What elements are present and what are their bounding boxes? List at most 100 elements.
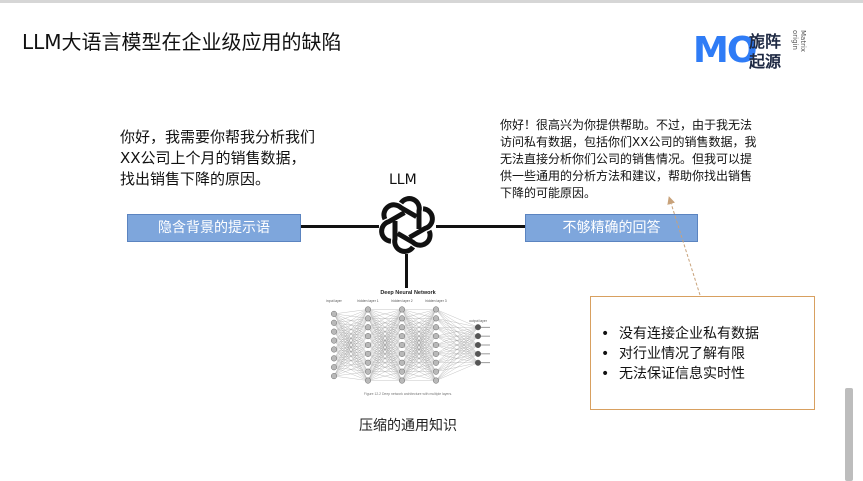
nn-node — [474, 324, 481, 331]
nn-edge — [435, 344, 479, 381]
nn-edge — [401, 309, 437, 328]
nn-edge — [401, 318, 437, 381]
nn-layer-label: hidden layer 1 — [357, 299, 378, 303]
nn-edge — [401, 309, 437, 346]
llm-label: LLM — [389, 172, 417, 188]
openai-logo-icon — [379, 196, 435, 254]
nn-edge — [367, 309, 403, 337]
logo-brand-en: Matrix origin — [791, 30, 807, 53]
nn-node — [330, 355, 337, 362]
nn-edge — [435, 327, 479, 381]
nn-node — [330, 319, 337, 326]
nn-node — [474, 333, 481, 340]
nn-node — [365, 368, 372, 375]
bullet: • — [601, 346, 610, 362]
nn-layer-label: hidden layer 2 — [391, 299, 412, 303]
nn-layer-label: input layer — [326, 299, 343, 303]
nn-node — [398, 324, 405, 331]
nn-node — [398, 350, 405, 357]
nn-edge — [367, 309, 403, 381]
nn-edge — [435, 327, 479, 346]
nn-node — [432, 359, 439, 366]
nn-edge — [333, 309, 369, 341]
nn-edge — [401, 371, 437, 381]
nn-edge — [367, 309, 403, 372]
nn-edge — [435, 327, 479, 354]
nn-node — [365, 324, 372, 331]
nn-edge — [401, 309, 437, 337]
nn-edge — [333, 309, 369, 350]
nn-node — [432, 306, 439, 313]
bullet: • — [601, 366, 610, 382]
logo-brand-cn-line2: 起源 — [749, 52, 782, 71]
nn-node — [474, 350, 481, 357]
nn-layer-label: output layer — [469, 319, 488, 323]
nn-edge — [401, 309, 437, 372]
nn-edge — [333, 309, 369, 359]
nn-edge — [367, 344, 403, 381]
nn-edge — [333, 318, 369, 377]
nn-node — [330, 364, 337, 371]
nn-edge — [367, 371, 403, 381]
nn-node — [365, 333, 372, 340]
nn-node — [432, 377, 439, 384]
nn-node — [398, 333, 405, 340]
logo-brand-cn-line1: 旎阵 — [749, 32, 782, 51]
nn-node — [365, 350, 372, 357]
nn-edge — [367, 309, 403, 346]
nn-node — [432, 350, 439, 357]
defects-callout: •没有连接企业私有数据 •对行业情况了解有限 •无法保证信息实时性 — [590, 296, 815, 410]
nn-edge — [333, 309, 369, 377]
nn-node — [432, 324, 439, 331]
defects-list: •没有连接企业私有数据 •对行业情况了解有限 •无法保证信息实时性 — [601, 324, 759, 384]
nn-edge — [367, 327, 403, 381]
defect-text: 没有连接企业私有数据 — [619, 326, 759, 342]
nn-edge — [435, 362, 479, 381]
nn-node — [330, 373, 337, 380]
nn-node — [432, 342, 439, 349]
defect-item: •没有连接企业私有数据 — [601, 324, 759, 344]
nn-edge — [401, 362, 437, 381]
nn-node — [432, 333, 439, 340]
scrollbar[interactable] — [845, 388, 853, 481]
nn-edge — [367, 318, 403, 381]
nn-edge — [367, 336, 403, 381]
nn-node — [330, 337, 337, 344]
nn-edge — [435, 318, 479, 328]
nn-edge — [367, 353, 403, 381]
nn-edge — [401, 309, 437, 381]
nn-node — [432, 368, 439, 375]
nn-edge — [333, 309, 369, 332]
nn-node — [365, 377, 372, 384]
nn-edge — [435, 327, 479, 372]
nn-layer-label: hidden layer 3 — [425, 299, 446, 303]
nn-edge — [333, 371, 369, 377]
connector-llm-knowledge — [405, 254, 408, 288]
nn-edge — [333, 362, 369, 377]
nn-node — [398, 377, 405, 384]
answer-box: 不够精确的回答 — [525, 214, 698, 242]
nn-node — [398, 342, 405, 349]
logo-mark: MO — [693, 30, 757, 71]
nn-edge — [435, 336, 479, 381]
nn-node — [365, 315, 372, 322]
nn-edge — [333, 344, 369, 377]
nn-node — [365, 342, 372, 349]
nn-edge — [333, 309, 369, 368]
nn-edge — [333, 309, 369, 315]
nn-edge — [435, 309, 479, 328]
nn-node — [432, 315, 439, 322]
defect-text: 无法保证信息实时性 — [619, 366, 745, 382]
nn-edge — [333, 327, 369, 377]
prompt-box: 隐含背景的提示语 — [127, 214, 301, 242]
nn-edge — [333, 375, 369, 381]
nn-edge — [401, 353, 437, 381]
defect-item: • 无法保证信息实时性 — [601, 364, 759, 384]
nn-figure-caption: Figure 12.2 Deep network architecture wi… — [364, 392, 452, 396]
nn-node — [398, 359, 405, 366]
nn-node — [365, 359, 372, 366]
nn-edge — [367, 309, 403, 363]
nn-node — [474, 359, 481, 366]
nn-node — [398, 368, 405, 375]
